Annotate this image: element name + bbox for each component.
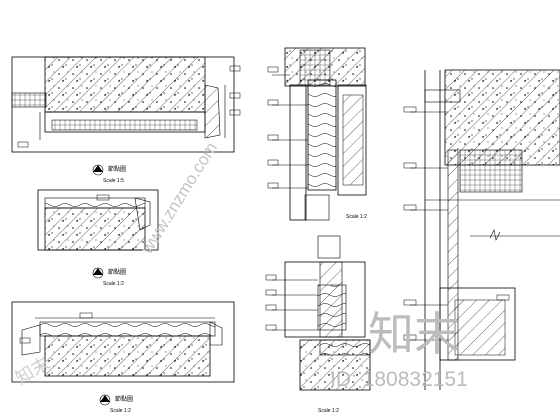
watermark-url: www.znzmo.com: [137, 139, 221, 258]
detail-4-scale: Scale 1:2: [346, 214, 367, 220]
detail-6-drawing: [403, 69, 560, 390]
watermark-logo: 知末: [368, 307, 460, 361]
detail-2-drawing: [37, 189, 159, 251]
detail-5-drawing: Scale 1:2: [265, 235, 371, 414]
detail-1-drawing: [11, 56, 241, 153]
detail-1-title: 節點圖: [108, 165, 126, 173]
detail-2-scale: Scale 1:2: [103, 281, 124, 287]
detail-3-scale: Scale 1:2: [110, 408, 131, 414]
detail-2-label: 節點圖 Scale 1:2: [92, 267, 126, 287]
detail-3-label: 節點圖 Scale 1:2: [99, 394, 133, 414]
detail-3-title: 節點圖: [115, 395, 133, 403]
detail-4-drawing: Scale 1:2: [267, 47, 367, 221]
detail-5-scale: Scale 1:2: [318, 408, 339, 414]
detail-2-title: 節點圖: [108, 268, 126, 276]
detail-1-label: 節點圖 Scale 1:5: [92, 164, 126, 184]
watermark-id: ID: 180832151: [330, 368, 468, 391]
detail-1-scale: Scale 1:5: [103, 178, 124, 184]
detail-3-drawing: [11, 301, 235, 383]
